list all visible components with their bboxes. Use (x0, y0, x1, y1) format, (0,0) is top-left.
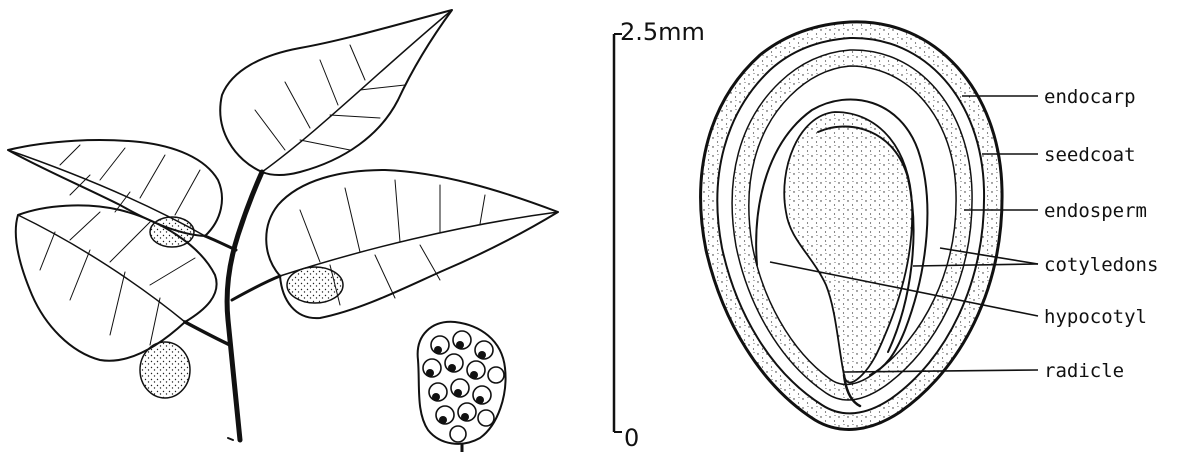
scale-bar: 2.5mm 0 (614, 18, 705, 452)
label-endocarp: endocarp (1044, 86, 1136, 108)
label-seedcoat: seedcoat (1044, 144, 1136, 166)
side-stem (185, 322, 230, 345)
scale-top-label: 2.5mm (620, 18, 705, 46)
label-hypocotyl: hypocotyl (1044, 306, 1147, 328)
seed-labels: endocarp seedcoat endosperm cotyledons h… (1044, 86, 1158, 382)
mulberry-fruit-detail (418, 322, 506, 452)
fruit-cluster-middle (287, 267, 343, 303)
label-radicle: radicle (1044, 360, 1124, 382)
mulberry-branch-drawing (8, 10, 558, 452)
top-leaf (220, 10, 452, 175)
scale-bottom-label: 0 (624, 424, 639, 452)
main-stem (227, 172, 262, 440)
upper-left-leaf (8, 140, 222, 236)
label-cotyledons: cotyledons (1044, 254, 1158, 276)
label-endosperm: endosperm (1044, 200, 1147, 222)
seed-cross-section-diagram: 2.5mm 0 endocarp seedcoat (614, 18, 1158, 452)
fruit-cluster-lower (140, 342, 190, 398)
fruit-cluster-upper (150, 217, 194, 247)
